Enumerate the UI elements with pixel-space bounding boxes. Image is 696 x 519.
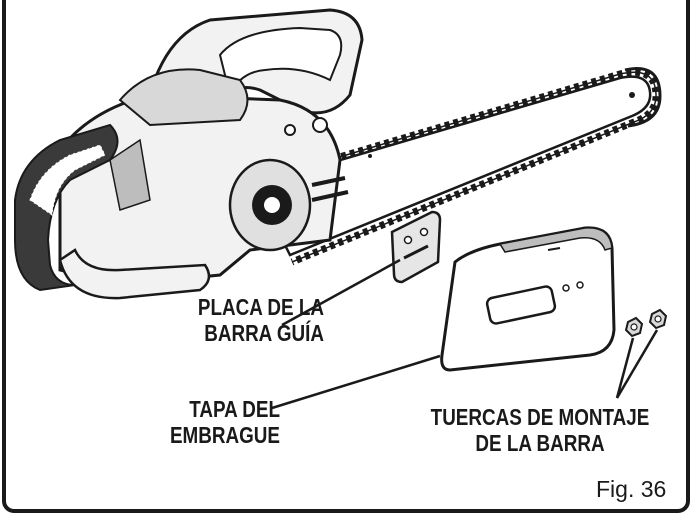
guide-bar-plate: [390, 210, 442, 284]
label-bar-mounting-nuts: TUERCAS DE MONTAJE DE LA BARRA: [417, 404, 663, 456]
label-clutch-cover-line1: TAPA DEL: [189, 396, 280, 422]
label-clutch-cover: TAPA DEL EMBRAGUE: [116, 396, 280, 448]
bar-mounting-nuts: [624, 308, 668, 338]
label-bar-mounting-nuts-line1: TUERCAS DE MONTAJE: [430, 404, 650, 430]
figure-number: Fig. 36: [596, 476, 667, 502]
label-guide-bar-plate-line2: BARRA GUÍA: [204, 320, 324, 346]
saw-chain: [254, 68, 660, 266]
label-guide-bar-plate: PLACA DE LA BARRA GUÍA: [144, 294, 324, 346]
guide-bar: [253, 75, 652, 257]
leader-nut-2: [615, 329, 659, 399]
leader-lines: [271, 258, 659, 410]
leader-clutch-cover: [271, 354, 441, 410]
label-bar-mounting-nuts-line2: DE LA BARRA: [475, 430, 605, 456]
chainsaw-body: [14, 8, 364, 300]
clutch-cover: [440, 226, 616, 372]
leader-nut-1: [615, 337, 635, 399]
label-clutch-cover-line2: EMBRAGUE: [169, 422, 280, 448]
leader-guide-bar-plate: [281, 258, 401, 327]
label-guide-bar-plate-line1: PLACA DE LA: [197, 294, 324, 320]
bar-nose: [624, 67, 662, 128]
